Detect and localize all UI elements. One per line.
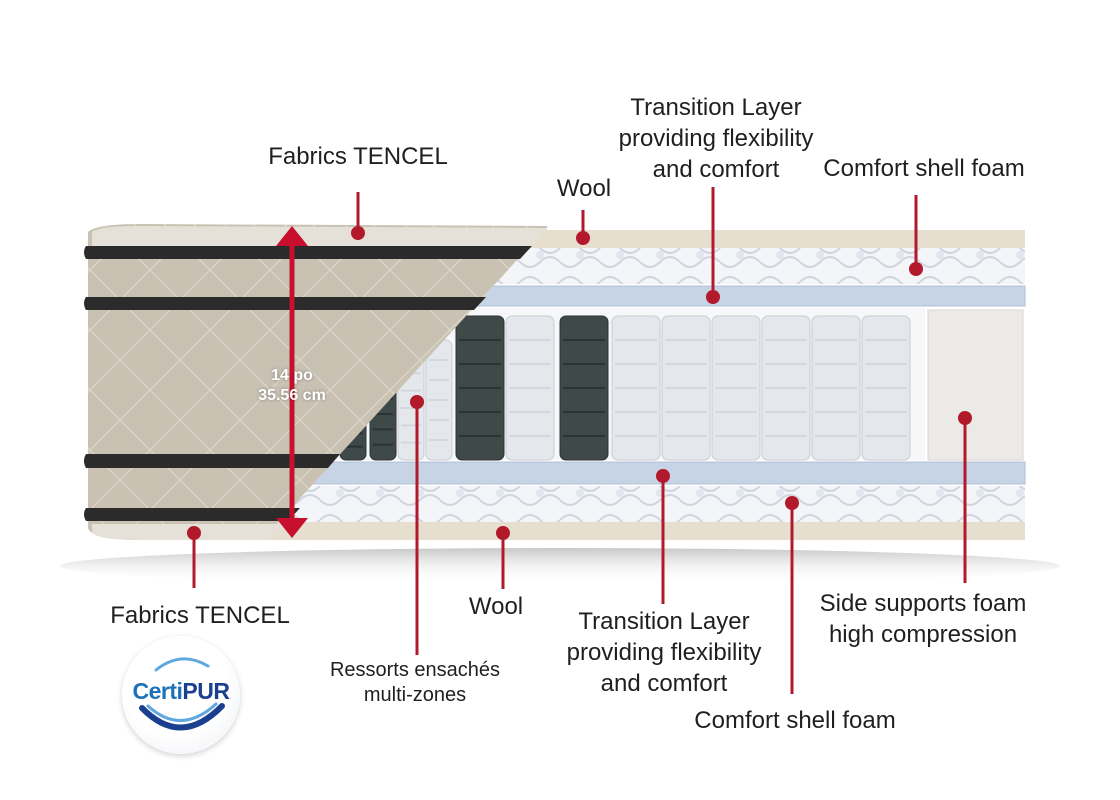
certipur-logo: CertiPUR: [122, 636, 240, 754]
marker-comfort-top: [909, 262, 923, 276]
marker-springs: [410, 395, 424, 409]
marker-wool-top: [576, 231, 590, 245]
band-2: [84, 297, 486, 310]
dimension-line-2: 35.56 cm: [258, 387, 326, 404]
label-side-supports: Side supports foam high compression: [819, 590, 1027, 648]
label-comfort-top: Comfort shell foam: [823, 155, 1025, 182]
marker-fabrics-top: [351, 226, 365, 240]
label-comfort-bottom: Comfort shell foam: [694, 707, 896, 734]
marker-fabrics-bottom: [187, 526, 201, 540]
callouts: [187, 187, 972, 694]
side-support-foam: [927, 309, 1024, 461]
label-transition-top: Transition Layer providing flexibility a…: [618, 94, 814, 183]
label-wool-top: Wool: [556, 175, 612, 202]
floor-shadow: [60, 548, 1060, 584]
transition-layer-top: [419, 285, 1026, 307]
marker-transition-top: [706, 290, 720, 304]
logo-text: CertiPUR: [122, 678, 240, 705]
marker-side-supports: [958, 411, 972, 425]
band-4: [84, 508, 300, 521]
wool-layer-top: [520, 230, 1025, 248]
label-fabrics-top: Fabrics TENCEL: [268, 143, 448, 170]
logo-ring: [139, 657, 225, 731]
comfort-foam-top: [440, 248, 1025, 284]
marker-wool-bottom: [496, 526, 510, 540]
band-3: [84, 454, 340, 468]
label-fabrics-bottom: Fabrics TENCEL: [110, 602, 290, 629]
logo-text-pur: PUR: [182, 678, 230, 704]
label-springs: Ressorts ensachés multi-zones: [329, 659, 501, 706]
wool-layer-bottom: [260, 522, 1025, 540]
comfort-foam-bottom: [280, 486, 1025, 522]
label-transition-bottom: Transition Layer providing flexibility a…: [566, 608, 762, 697]
height-arrow: [276, 226, 308, 538]
label-wool-bottom: Wool: [468, 593, 524, 620]
marker-comfort-bottom: [785, 496, 799, 510]
band-1: [84, 246, 532, 259]
dimension-line-1: 14 po: [271, 367, 313, 384]
marker-transition-bottom: [656, 469, 670, 483]
dimension-label: 14 po 35.56 cm: [242, 366, 342, 406]
logo-text-certi: Certi: [132, 678, 183, 704]
